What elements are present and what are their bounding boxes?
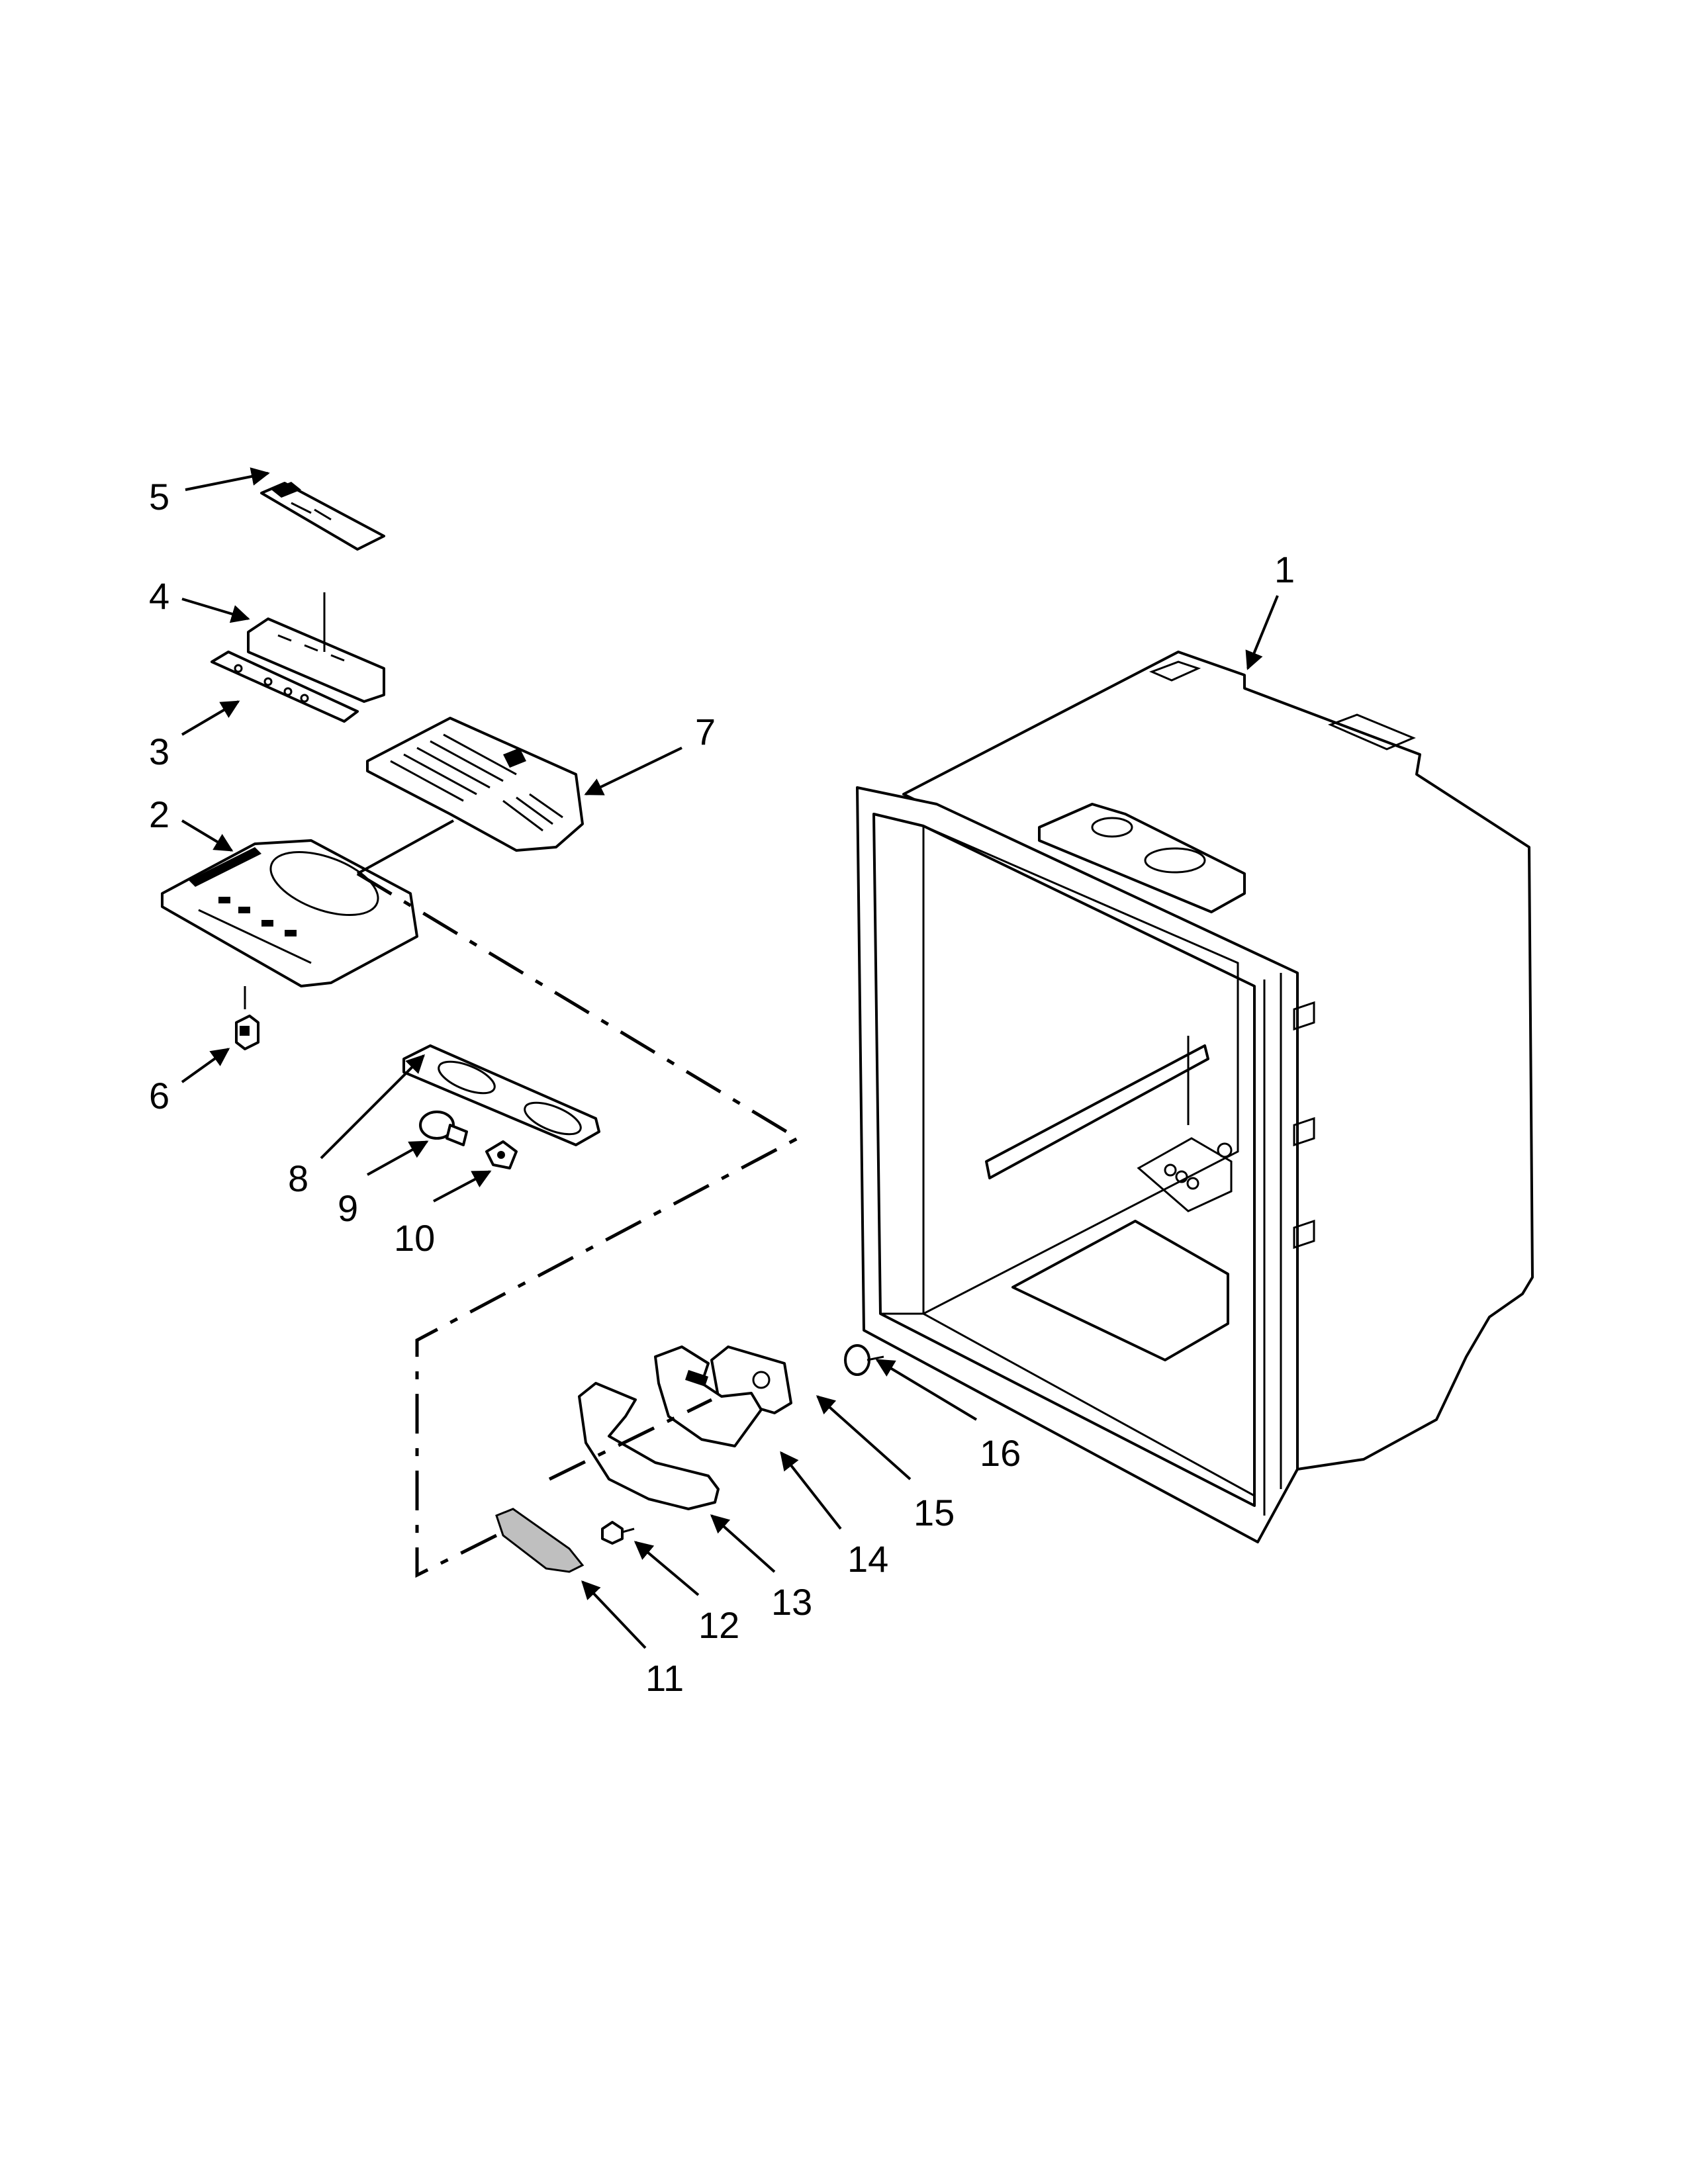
callout-10: 10	[394, 1217, 435, 1259]
part-8-lamp-housing	[402, 1044, 600, 1146]
callout-12: 12	[698, 1604, 739, 1646]
callout-15: 15	[914, 1492, 955, 1533]
callout-11: 11	[645, 1657, 684, 1699]
part-13-dispenser-cup	[578, 1382, 720, 1510]
part-9-bulb	[419, 1111, 468, 1146]
part-1-refrigerator-liner	[856, 651, 1534, 1543]
connector-lines	[356, 819, 802, 1578]
callout-9: 9	[338, 1187, 358, 1229]
part-6-switch	[235, 1015, 259, 1050]
callout-2: 2	[149, 794, 169, 835]
callout-6: 6	[149, 1075, 169, 1116]
part-4-control-housing	[247, 592, 385, 703]
leader-arrows	[181, 467, 1279, 1649]
callout-3: 3	[149, 731, 169, 772]
part-12-screw	[601, 1521, 635, 1545]
callout-7: 7	[695, 711, 716, 752]
part-16-screw	[844, 1344, 884, 1376]
callout-8: 8	[288, 1158, 308, 1199]
callout-5: 5	[149, 476, 169, 518]
part-2-light-shield	[161, 839, 418, 1009]
callout-4: 4	[149, 575, 169, 617]
part-7-duct-cover	[366, 717, 584, 852]
callout-16: 16	[980, 1432, 1021, 1474]
callout-1: 1	[1274, 549, 1295, 590]
part-5-control-board	[260, 482, 385, 551]
callout-14: 14	[847, 1538, 888, 1580]
part-14-housing	[654, 1345, 763, 1447]
part-10-socket	[485, 1140, 518, 1169]
part-3-control-overlay	[211, 651, 359, 723]
callout-13: 13	[771, 1581, 812, 1623]
part-11-trim	[495, 1508, 585, 1573]
callout-labels: 1 2 3 4 5 6 7 8 9 10 11 12 13 14 15 16	[149, 476, 1295, 1699]
